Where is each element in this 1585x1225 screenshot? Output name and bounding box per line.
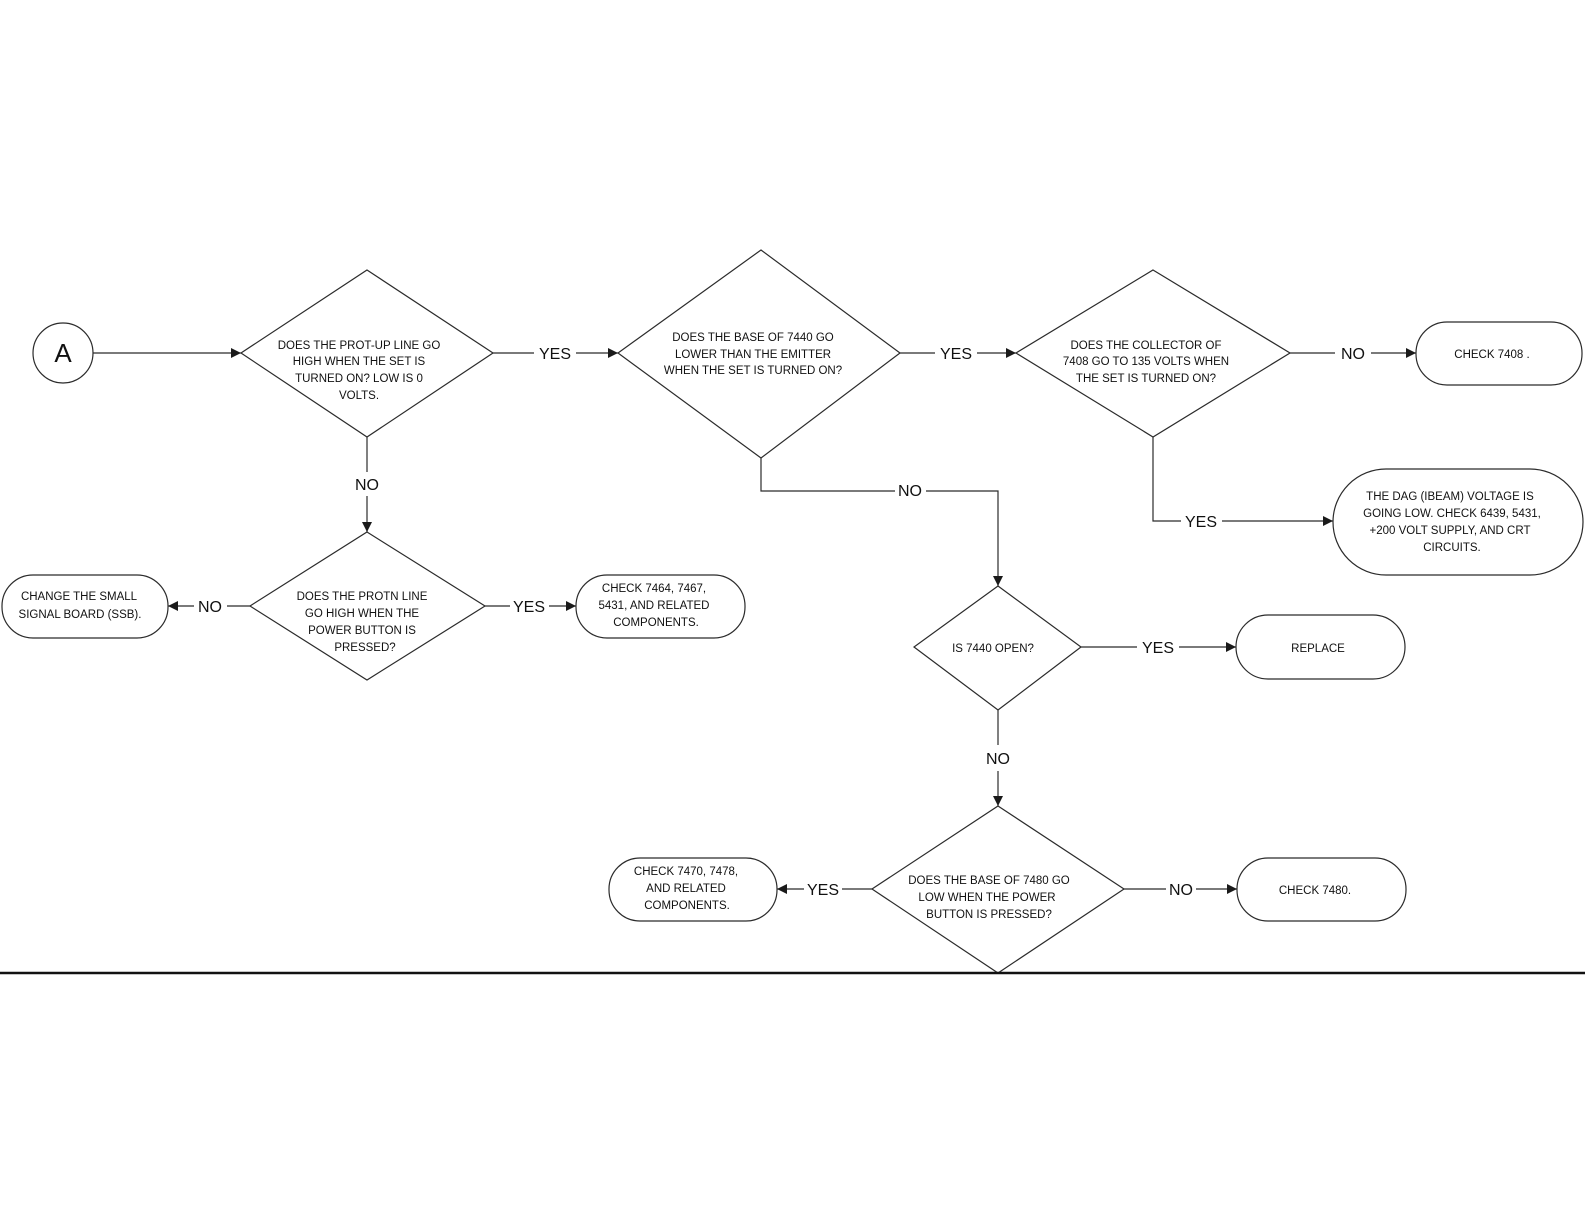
edge-label-no: NO [1341,346,1365,363]
decision-collector-7408 [1014,269,1292,438]
text-line: VOLTS. [339,390,379,402]
decision-base-7480 [870,805,1126,974]
text-line: DOES THE BASE OF 7480 GO [908,875,1070,887]
check-7480-text: CHECK 7480. [1279,885,1351,897]
text-line: HIGH WHEN THE SET IS [293,356,426,368]
text-line: DOES THE PROTN LINE [297,591,428,603]
text-line: POWER BUTTON IS [308,625,416,637]
text-line: CIRCUITS. [1423,542,1481,554]
text-line: LOW WHEN THE POWER [918,892,1055,904]
text-line: AND RELATED [646,883,726,895]
check-7408-text: CHECK 7408 . [1454,349,1529,361]
text-line: CHANGE THE SMALL [21,591,138,603]
terminal-check-7470 [608,857,778,922]
edge-label-yes: YES [539,346,571,363]
edge-label-yes: YES [807,882,839,899]
terminal-check-7470-text: CHECK 7470, 7478, AND RELATED COMPONENTS… [634,866,738,912]
text-line: CHECK 7470, 7478, [634,866,738,878]
text-line: THE SET IS TURNED ON? [1076,373,1216,385]
terminal-dag-voltage [1332,468,1584,576]
edge-label-no: NO [898,483,922,500]
decision-base-7440 [616,249,902,459]
edge-label-yes: YES [1142,640,1174,657]
decision-prot-up-text: DOES THE PROT-UP LINE GO HIGH WHEN THE S… [278,340,441,402]
start-label: A [54,338,72,368]
edge-label-yes: YES [1185,514,1217,531]
terminal-replace [1235,614,1406,680]
terminal-check-7480 [1236,857,1407,922]
edge-labels: YES NO YES NO NO YES NO YES YES NO YES N… [198,346,1365,899]
text-line: CHECK 7464, 7467, [602,583,706,595]
decision-collector-7408-text: DOES THE COLLECTOR OF 7408 GO TO 135 VOL… [1063,340,1229,385]
terminal-check-7464 [575,574,746,639]
text-line: DOES THE PROT-UP LINE GO [278,340,441,352]
replace-text: REPLACE [1291,643,1345,655]
decision-protn-text: DOES THE PROTN LINE GO HIGH WHEN THE POW… [297,591,428,654]
text-line: SIGNAL BOARD (SSB). [19,609,142,621]
decision-base-7440-text: DOES THE BASE OF 7440 GO LOWER THAN THE … [664,332,842,377]
text-line: GOING LOW. CHECK 6439, 5431, [1363,508,1541,520]
text-line: PRESSED? [334,642,395,654]
text-line: DOES THE COLLECTOR OF [1070,340,1221,352]
terminal-check-7464-text: CHECK 7464, 7467, 5431, AND RELATED COMP… [598,583,709,629]
edge-collector-yes-a [1152,437,1181,522]
edge-label-no: NO [986,751,1010,768]
text-line: TURNED ON? LOW IS 0 [295,373,423,385]
decision-7440-open [912,585,1083,711]
terminal-change-ssb-text: CHANGE THE SMALL SIGNAL BOARD (SSB). [19,591,142,621]
decision-7440-open-text: IS 7440 OPEN? [952,643,1034,655]
text-line: WHEN THE SET IS TURNED ON? [664,365,842,377]
edge-label-no: NO [1169,882,1193,899]
edge-base-7440-no-b [926,490,1003,586]
terminal-change-ssb [1,574,169,639]
text-line: BUTTON IS PRESSED? [926,909,1052,921]
decision-base-7480-text: DOES THE BASE OF 7480 GO LOW WHEN THE PO… [908,875,1070,921]
edge-base-7440-no-a [760,458,895,492]
edge-label-no: NO [198,599,222,616]
terminal-dag-voltage-text: THE DAG (IBEAM) VOLTAGE IS GOING LOW. CH… [1363,491,1541,554]
edge-label-no: NO [355,477,379,494]
shapes [1,249,1584,974]
text-line: 5431, AND RELATED [598,600,709,612]
connectors [93,348,1416,894]
text-line: DOES THE BASE OF 7440 GO [672,332,834,344]
text-line: COMPONENTS. [613,617,699,629]
decision-prot-up [239,269,495,438]
edge-label-yes: YES [940,346,972,363]
decision-protn [248,531,487,681]
text-line: +200 VOLT SUPPLY, AND CRT [1370,525,1531,537]
text-line: GO HIGH WHEN THE [305,608,419,620]
text-line: 7408 GO TO 135 VOLTS WHEN [1063,356,1229,368]
terminal-check-7408 [1415,321,1583,386]
edge-label-yes: YES [513,599,545,616]
node-labels: A DOES THE PROT-UP LINE GO HIGH WHEN THE… [19,332,1541,921]
start-connector [32,322,94,384]
text-line: LOWER THAN THE EMITTER [675,349,831,361]
text-line: COMPONENTS. [644,900,730,912]
text-line: THE DAG (IBEAM) VOLTAGE IS [1366,491,1534,503]
